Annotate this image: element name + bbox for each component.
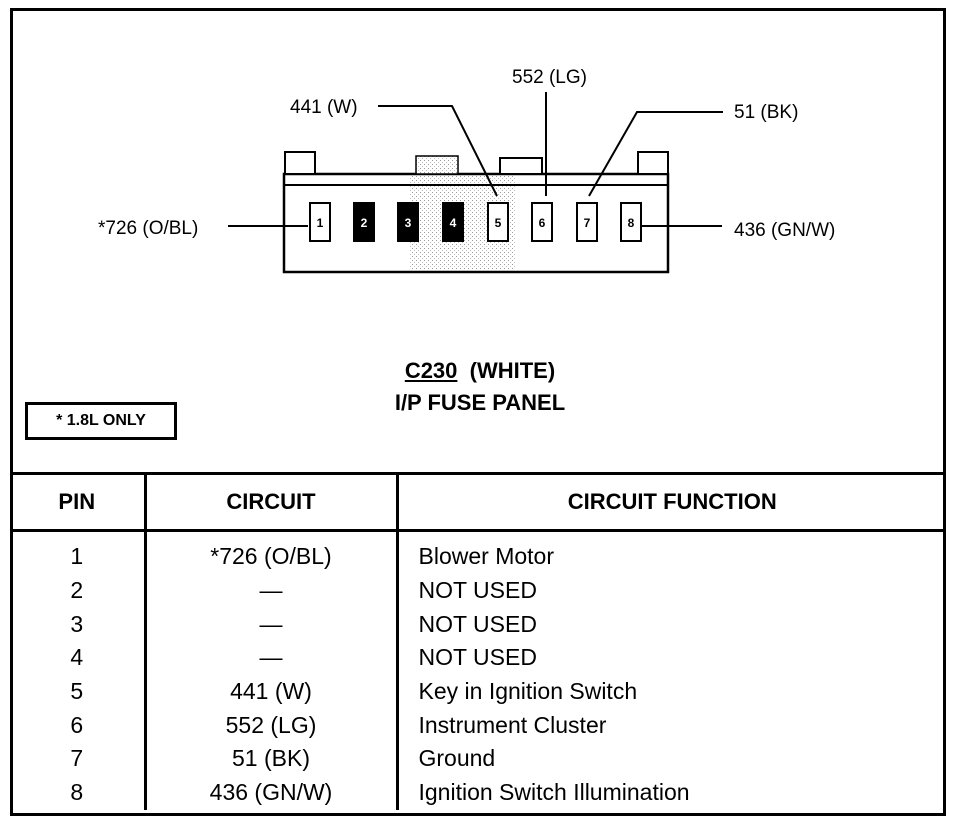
svg-text:6: 6 xyxy=(539,216,546,230)
svg-text:8: 8 xyxy=(628,216,635,230)
row-pin: 5 xyxy=(70,678,84,705)
pin-8: 8 xyxy=(620,202,642,242)
connector-title-line1: C230 (WHITE) xyxy=(290,355,670,387)
callout-label-pin6: 552 (LG) xyxy=(512,67,587,88)
svg-text:2: 2 xyxy=(361,216,368,230)
table-row: 2 —NOT USED xyxy=(10,573,946,608)
row-circuit: 441 (W) xyxy=(143,674,397,709)
callout-line-pin5 xyxy=(378,105,498,197)
callout-label-pin1: *726 (O/BL) xyxy=(98,218,199,239)
pin-7: 7 xyxy=(576,202,598,242)
row-pin: 7 xyxy=(70,745,84,772)
row-circuit: 552 (LG) xyxy=(143,708,397,743)
right-latch xyxy=(637,151,669,175)
header-circuit-function: CIRCUIT FUNCTION xyxy=(395,472,946,532)
table-row: 4 —NOT USED xyxy=(10,641,946,675)
row-function: Key in Ignition Switch xyxy=(395,674,946,709)
row-function: NOT USED xyxy=(395,641,946,675)
table-row: 3 —NOT USED xyxy=(10,607,946,642)
header-pin: PIN xyxy=(10,472,145,532)
pin-4: 4 xyxy=(442,202,464,242)
connector-location: I/P FUSE PANEL xyxy=(394,390,566,415)
callout-line-pin7 xyxy=(588,111,723,197)
callout-label-pin8: 436 (GN/W) xyxy=(734,220,836,241)
table-header-row: PIN CIRCUIT CIRCUIT FUNCTION xyxy=(10,472,946,532)
row-pin: 1 xyxy=(70,543,84,570)
row-function: NOT USED xyxy=(395,573,946,608)
svg-text:3: 3 xyxy=(405,216,412,230)
table-row: 6 552 (LG)Instrument Cluster xyxy=(10,708,946,743)
row-function: Instrument Cluster xyxy=(395,708,946,743)
center-tab xyxy=(499,157,543,175)
connector-drawing: 1 2 3 4 5 6 7 8 xyxy=(228,92,723,274)
left-latch xyxy=(284,151,316,175)
svg-text:4: 4 xyxy=(450,216,457,230)
svg-text:5: 5 xyxy=(495,216,502,230)
table-row: 8 436 (GN/W)Ignition Switch Illumination xyxy=(10,775,946,810)
pin-3: 3 xyxy=(397,202,419,242)
pin-6: 6 xyxy=(531,202,553,242)
row-pin: 8 xyxy=(70,779,84,806)
connector-id: C230 xyxy=(404,358,458,383)
connector-title: C230 (WHITE) I/P FUSE PANEL xyxy=(290,355,670,419)
diagram-frame xyxy=(10,8,946,816)
row-pin: 2 xyxy=(70,577,84,604)
row-pin: 4 xyxy=(70,644,84,671)
center-key xyxy=(415,155,459,175)
row-circuit: *726 (O/BL) xyxy=(143,530,397,574)
row-circuit: — xyxy=(143,641,397,675)
table-row: 5 441 (W)Key in Ignition Switch xyxy=(10,674,946,709)
pin-2: 2 xyxy=(353,202,375,242)
engine-note: * 1.8L ONLY xyxy=(25,402,177,440)
svg-text:7: 7 xyxy=(584,216,591,230)
pin-1: 1 xyxy=(309,202,331,242)
svg-text:1: 1 xyxy=(317,216,324,230)
row-circuit: — xyxy=(143,573,397,608)
table-row: 7 51 (BK)Ground xyxy=(10,742,946,776)
connector-diagram: 1 2 3 4 5 6 7 8 *726 (O/BL) xyxy=(25,67,836,440)
row-circuit: — xyxy=(143,607,397,642)
callout-label-pin7: 51 (BK) xyxy=(734,102,799,123)
pin-table: PIN CIRCUIT CIRCUIT FUNCTION 1 *726 (O/BL… xyxy=(10,472,946,810)
row-circuit: 51 (BK) xyxy=(143,742,397,776)
row-function: NOT USED xyxy=(395,607,946,642)
row-circuit: 436 (GN/W) xyxy=(143,775,397,810)
row-function: Blower Motor xyxy=(395,530,946,574)
pin-5: 5 xyxy=(487,202,509,242)
row-pin: 3 xyxy=(70,610,84,637)
row-function: Ground xyxy=(395,742,946,776)
header-circuit: CIRCUIT xyxy=(143,472,397,532)
table-row: 1 *726 (O/BL)Blower Motor xyxy=(10,530,946,574)
row-function: Ignition Switch Illumination xyxy=(395,775,946,810)
connector-color: (WHITE) xyxy=(469,358,556,383)
callout-label-pin5: 441 (W) xyxy=(290,97,358,118)
row-pin: 6 xyxy=(70,711,84,738)
